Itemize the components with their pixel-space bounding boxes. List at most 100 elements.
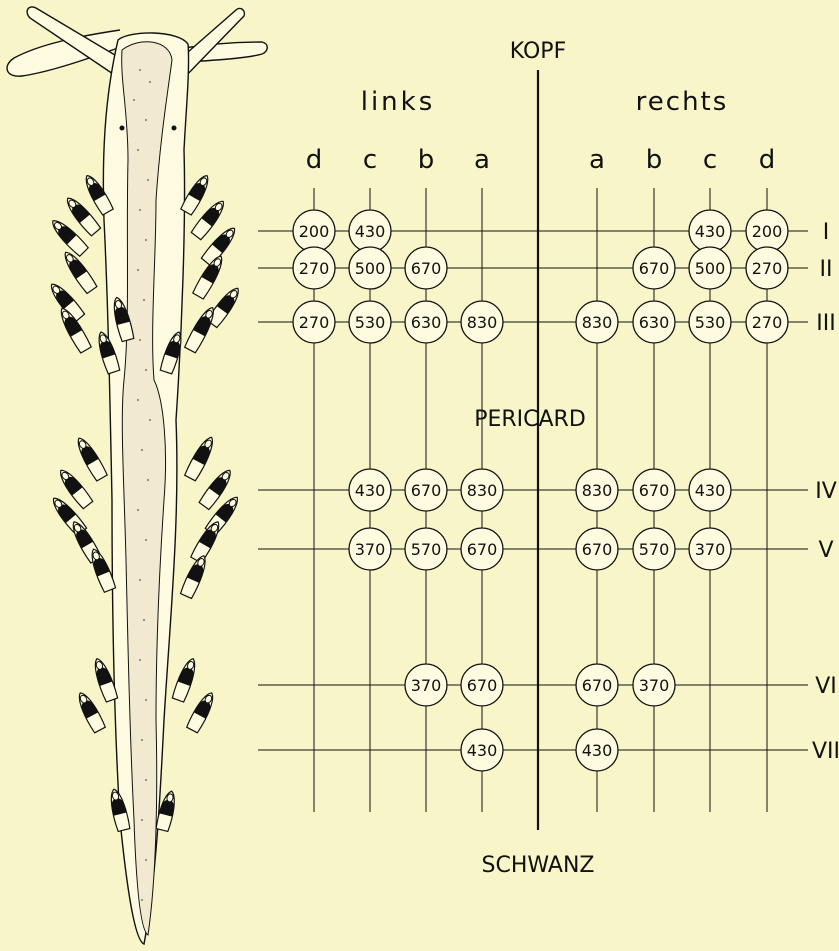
value-cell: 370 bbox=[405, 664, 447, 706]
value-label: 670 bbox=[639, 481, 670, 500]
value-label: 370 bbox=[695, 540, 726, 559]
value-label: 830 bbox=[582, 481, 613, 500]
value-cell: 830 bbox=[461, 301, 503, 343]
value-cell: 430 bbox=[689, 469, 731, 511]
value-label: 370 bbox=[639, 676, 670, 695]
value-cell: 430 bbox=[349, 469, 391, 511]
ceras bbox=[184, 304, 218, 353]
column-header-left: a bbox=[474, 145, 490, 175]
column-header-left: b bbox=[418, 145, 435, 175]
value-label: 500 bbox=[355, 259, 386, 278]
value-cell: 830 bbox=[576, 301, 618, 343]
ceras bbox=[73, 435, 108, 482]
value-label: 570 bbox=[639, 540, 670, 559]
value-cell: 570 bbox=[405, 528, 447, 570]
value-cell: 670 bbox=[461, 528, 503, 570]
value-cell: 670 bbox=[405, 469, 447, 511]
value-cell: 430 bbox=[349, 210, 391, 252]
value-cell: 370 bbox=[689, 528, 731, 570]
value-cell: 670 bbox=[576, 528, 618, 570]
value-label: 670 bbox=[639, 259, 670, 278]
value-label: 270 bbox=[299, 313, 330, 332]
value-cell: 670 bbox=[576, 664, 618, 706]
column-header-right: a bbox=[589, 145, 605, 175]
value-label: 430 bbox=[695, 481, 726, 500]
value-label: 630 bbox=[639, 313, 670, 332]
value-label: 200 bbox=[752, 222, 783, 241]
value-cell: 530 bbox=[689, 301, 731, 343]
row-label: II bbox=[820, 257, 833, 282]
column-header-right: d bbox=[759, 145, 776, 175]
row-label: V bbox=[818, 538, 833, 563]
row-label: I bbox=[823, 220, 830, 245]
value-cell: 270 bbox=[293, 247, 335, 289]
column-header-left: c bbox=[363, 145, 377, 175]
label-head: KOPF bbox=[510, 39, 566, 64]
value-cell: 830 bbox=[461, 469, 503, 511]
value-cell: 270 bbox=[293, 301, 335, 343]
value-cell: 270 bbox=[746, 301, 788, 343]
value-cell: 200 bbox=[293, 210, 335, 252]
value-label: 670 bbox=[411, 259, 442, 278]
value-label: 630 bbox=[411, 313, 442, 332]
column-headers: dcbaabcd bbox=[306, 145, 776, 175]
value-cell: 530 bbox=[349, 301, 391, 343]
value-cell: 670 bbox=[461, 664, 503, 706]
value-cell: 670 bbox=[633, 469, 675, 511]
left-eye bbox=[120, 126, 124, 130]
value-cell: 500 bbox=[349, 247, 391, 289]
row-label: VI bbox=[815, 674, 837, 699]
ceras bbox=[207, 284, 244, 328]
value-label: 270 bbox=[752, 313, 783, 332]
ceras bbox=[184, 434, 218, 481]
label-left-side: links bbox=[361, 87, 436, 117]
value-label: 500 bbox=[695, 259, 726, 278]
value-label: 830 bbox=[467, 481, 498, 500]
column-header-right: b bbox=[646, 145, 663, 175]
column-header-right: c bbox=[703, 145, 717, 175]
label-pericardium: PERICARD bbox=[474, 407, 586, 432]
value-cell: 430 bbox=[689, 210, 731, 252]
label-right-side: rechts bbox=[636, 87, 729, 117]
value-cell: 370 bbox=[349, 528, 391, 570]
value-label: 670 bbox=[467, 676, 498, 695]
value-cell: 370 bbox=[633, 664, 675, 706]
value-label: 670 bbox=[467, 540, 498, 559]
value-label: 830 bbox=[582, 313, 613, 332]
value-cell: 670 bbox=[405, 247, 447, 289]
value-label: 670 bbox=[582, 540, 613, 559]
value-cell: 570 bbox=[633, 528, 675, 570]
value-label: 430 bbox=[695, 222, 726, 241]
ceras bbox=[172, 656, 200, 702]
value-label: 430 bbox=[467, 741, 498, 760]
ceras bbox=[186, 690, 218, 733]
value-cell: 630 bbox=[405, 301, 447, 343]
value-cell: 830 bbox=[576, 469, 618, 511]
value-label: 830 bbox=[467, 313, 498, 332]
value-label: 370 bbox=[411, 676, 442, 695]
value-cell: 630 bbox=[633, 301, 675, 343]
ceras bbox=[74, 690, 106, 733]
value-label: 270 bbox=[752, 259, 783, 278]
value-label: 270 bbox=[299, 259, 330, 278]
value-label: 430 bbox=[355, 481, 386, 500]
nudibranch-illustration bbox=[7, 7, 267, 944]
value-cell: 200 bbox=[746, 210, 788, 252]
value-cell: 430 bbox=[461, 729, 503, 771]
value-label: 570 bbox=[411, 540, 442, 559]
value-label: 370 bbox=[355, 540, 386, 559]
value-cell: 670 bbox=[633, 247, 675, 289]
value-cell: 500 bbox=[689, 247, 731, 289]
value-label: 430 bbox=[582, 741, 613, 760]
value-cell: 430 bbox=[576, 729, 618, 771]
row-label: IV bbox=[815, 479, 837, 504]
row-label: III bbox=[816, 311, 835, 336]
right-eye bbox=[172, 126, 176, 130]
value-label: 670 bbox=[582, 676, 613, 695]
value-label: 530 bbox=[355, 313, 386, 332]
value-label: 430 bbox=[355, 222, 386, 241]
value-label: 530 bbox=[695, 313, 726, 332]
